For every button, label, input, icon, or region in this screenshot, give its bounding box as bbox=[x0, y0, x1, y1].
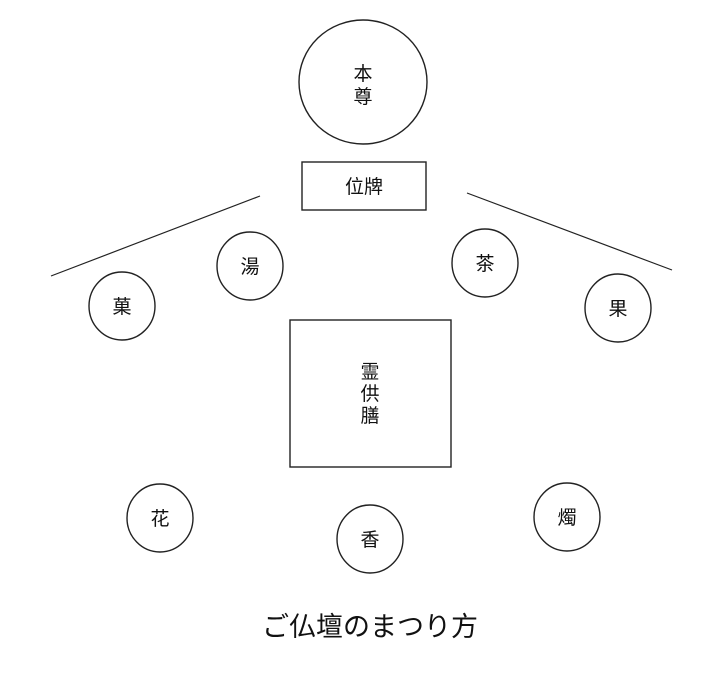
shoku-label: 燭 bbox=[557, 507, 576, 529]
ryogu-zen-label-line-2: 供 bbox=[360, 383, 379, 405]
shoku-circle bbox=[533, 482, 601, 552]
ihai-label: 位牌 bbox=[345, 176, 383, 198]
cha-label: 茶 bbox=[475, 253, 494, 275]
honzon-label-line-2: 尊 bbox=[353, 86, 372, 108]
kashi-circle bbox=[88, 271, 156, 341]
yu-label: 湯 bbox=[240, 256, 259, 278]
hana-node: 花 bbox=[126, 483, 194, 553]
ko-circle bbox=[336, 504, 404, 574]
honzon-node: 本 尊 bbox=[298, 19, 428, 145]
ryogu-zen-box bbox=[289, 319, 452, 468]
kashi-node: 菓 bbox=[88, 271, 156, 341]
kudamono-circle bbox=[584, 273, 652, 343]
ihai-node: 位牌 bbox=[301, 161, 427, 211]
hana-circle bbox=[126, 483, 194, 553]
honzon-circle bbox=[298, 19, 428, 145]
honzon-label-line-1: 本 bbox=[353, 63, 372, 85]
shoku-node: 燭 bbox=[533, 482, 601, 552]
cha-node: 茶 bbox=[451, 228, 519, 298]
ryogu-zen-label-line-1: 霊 bbox=[360, 361, 379, 383]
yu-node: 湯 bbox=[216, 231, 284, 301]
ryogu-zen-node: 霊 供 膳 bbox=[289, 319, 452, 468]
yu-circle bbox=[216, 231, 284, 301]
right-shelf-line bbox=[466, 192, 673, 271]
ihai-box bbox=[301, 161, 427, 211]
left-shelf-line bbox=[50, 195, 261, 277]
ryogu-zen-label-line-3: 膳 bbox=[360, 405, 379, 427]
kashi-label: 菓 bbox=[112, 296, 131, 318]
diagram-caption: ご仏壇のまつり方 bbox=[262, 612, 478, 643]
hana-label: 花 bbox=[150, 508, 169, 530]
kudamono-label: 果 bbox=[608, 298, 627, 320]
ko-label: 香 bbox=[360, 529, 379, 551]
kudamono-node: 果 bbox=[584, 273, 652, 343]
cha-circle bbox=[451, 228, 519, 298]
ko-node: 香 bbox=[336, 504, 404, 574]
